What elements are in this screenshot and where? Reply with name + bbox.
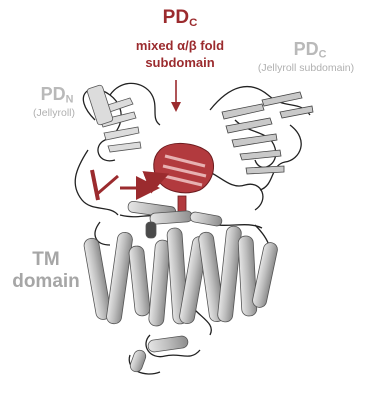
tm-helices xyxy=(83,226,279,374)
pointer-arrow xyxy=(171,80,181,112)
pdc-jellyroll-strands xyxy=(222,92,313,174)
coil-loops xyxy=(75,83,310,374)
pdn-jellyroll-strands xyxy=(87,84,141,152)
